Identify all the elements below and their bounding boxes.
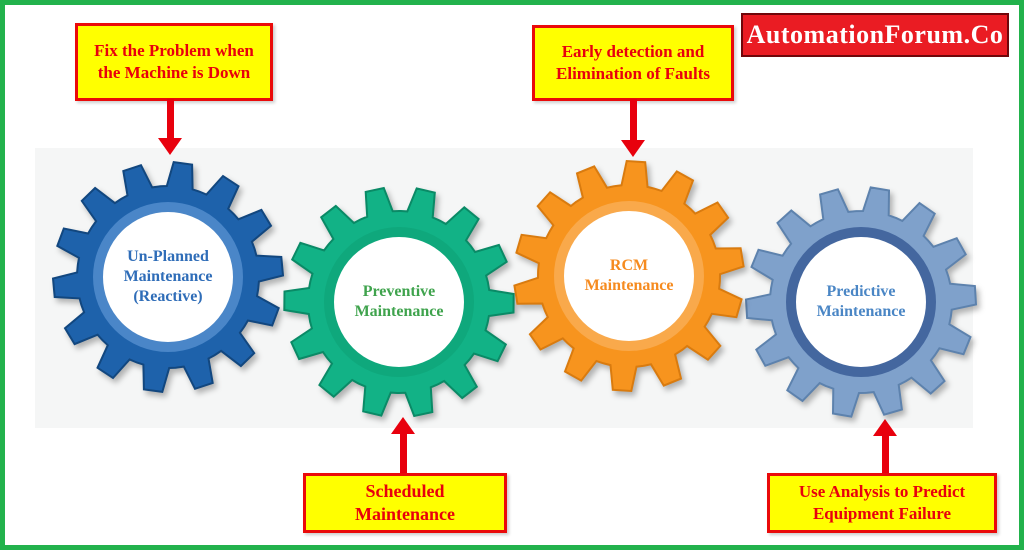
callout-scheduled-maintenance: Scheduled Maintenance xyxy=(303,473,507,533)
gear-label: RCM Maintenance xyxy=(584,257,674,294)
arrow-shaft xyxy=(629,99,637,140)
arrow-head xyxy=(621,140,645,157)
gear-icon xyxy=(744,186,978,418)
gear-label: Un-Planned Maintenance (Reactive) xyxy=(123,248,213,305)
gear-rcm-maintenance: RCM Maintenance xyxy=(509,156,749,396)
gear-icon xyxy=(283,186,515,418)
arrow-head xyxy=(391,417,415,434)
arrow-down-icon xyxy=(621,99,645,157)
gear-icon xyxy=(513,159,745,393)
arrow-down-icon xyxy=(158,99,182,155)
arrow-shaft xyxy=(881,436,889,473)
arrow-up-icon xyxy=(391,417,415,473)
arrow-shaft xyxy=(399,434,407,473)
callout-early-detection: Early detection and Elimination of Fault… xyxy=(532,25,734,101)
gear-label: Predictive Maintenance xyxy=(816,283,906,320)
gear-predictive-maintenance: Predictive Maintenance xyxy=(741,182,981,422)
gear-unplanned-maintenance: Un-Planned Maintenance (Reactive) xyxy=(48,157,288,397)
gear-label: Preventive Maintenance xyxy=(354,283,444,320)
arrow-up-icon xyxy=(873,419,897,473)
arrow-shaft xyxy=(166,99,174,138)
gear-preventive-maintenance: Preventive Maintenance xyxy=(279,182,519,422)
brand-banner-text: AutomationForum.Co xyxy=(746,20,1004,49)
callout-fix-problem: Fix the Problem when the Machine is Down xyxy=(75,23,273,101)
callout-use-analysis: Use Analysis to Predict Equipment Failur… xyxy=(767,473,997,533)
arrow-head xyxy=(873,419,897,436)
callout-fix-problem-text: Fix the Problem when the Machine is Down xyxy=(94,40,254,82)
callout-scheduled-maintenance-text: Scheduled Maintenance xyxy=(355,480,455,524)
gear-icon xyxy=(51,160,285,394)
callout-early-detection-text: Early detection and Elimination of Fault… xyxy=(556,41,710,83)
arrow-head xyxy=(158,138,182,155)
callout-use-analysis-text: Use Analysis to Predict Equipment Failur… xyxy=(798,481,966,523)
brand-banner: AutomationForum.Co xyxy=(741,13,1009,57)
